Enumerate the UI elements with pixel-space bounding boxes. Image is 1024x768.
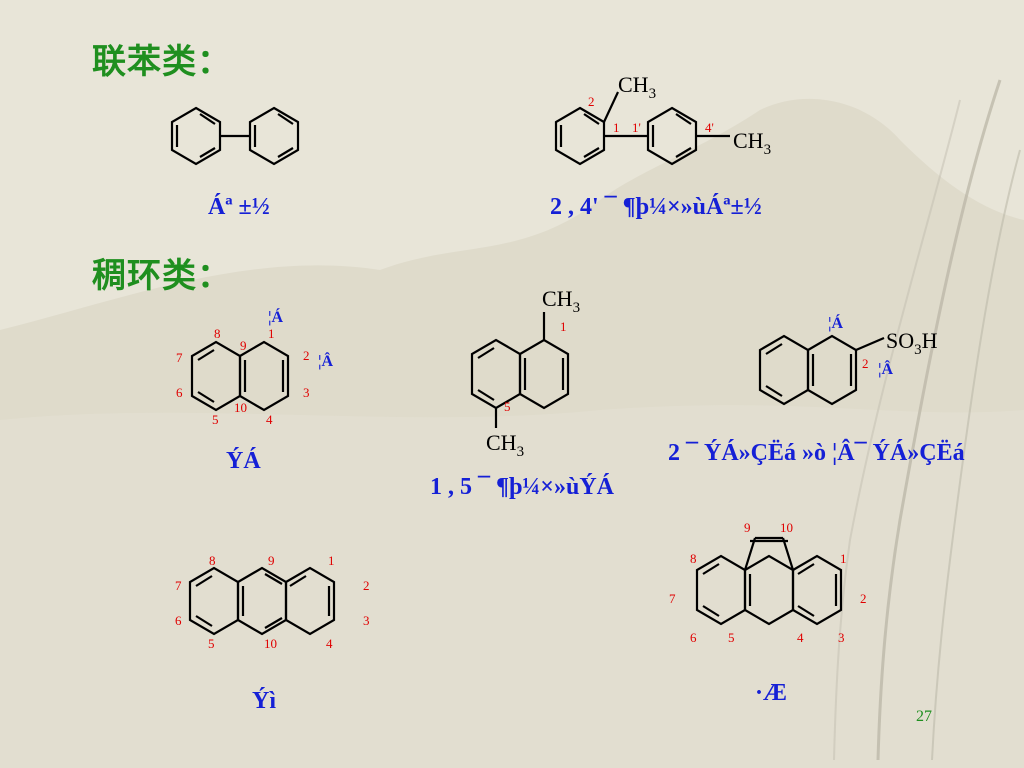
svg-text:7: 7 — [175, 578, 182, 593]
svg-text:5: 5 — [504, 399, 511, 414]
svg-text:2: 2 — [363, 578, 370, 593]
svg-text:7: 7 — [176, 350, 183, 365]
svg-text:9: 9 — [240, 338, 247, 353]
svg-text:8: 8 — [690, 551, 697, 566]
svg-text:5: 5 — [208, 636, 215, 651]
svg-text:3: 3 — [363, 613, 370, 628]
beta-label-2: ¦Â — [878, 359, 894, 378]
svg-text:10: 10 — [264, 636, 277, 651]
svg-text:4: 4 — [266, 412, 273, 427]
naphthalenesulfonic-structure: SO3H ¦Á ¦Â 2 — [758, 313, 938, 406]
svg-text:6: 6 — [176, 385, 183, 400]
svg-text:1: 1 — [328, 553, 335, 568]
svg-text:9: 9 — [744, 520, 751, 535]
svg-text:2: 2 — [303, 348, 310, 363]
willow-branch-2 — [931, 149, 1021, 761]
svg-text:10: 10 — [780, 520, 793, 535]
dimethylnaphthalene-name: 1 , 5 ¯ ¶þ¼×»ùÝÁ — [430, 474, 614, 500]
biphenyl-name: Áª ±½ — [208, 194, 270, 220]
dimethylbiphenyl-name: 2 , 4' ¯ ¶þ¼×»ùÁª±½ — [550, 194, 762, 220]
ch3-group-5: CH3 — [486, 430, 524, 460]
svg-text:5: 5 — [728, 630, 735, 645]
svg-text:8: 8 — [209, 553, 216, 568]
ch3-group-4p: CH3 — [733, 128, 771, 158]
svg-text:7: 7 — [669, 591, 676, 606]
beta-label: ¦Â — [318, 351, 334, 370]
alpha-label-2: ¦Á — [828, 313, 844, 332]
anthracene-name: Ýì — [252, 688, 276, 714]
phenanthrene-structure: 9 10 1 2 3 4 5 6 7 8 — [669, 520, 867, 645]
svg-text:4: 4 — [326, 636, 333, 651]
svg-text:9: 9 — [268, 553, 275, 568]
position-4p: 4' — [705, 120, 714, 135]
position-1: 1 — [613, 120, 620, 135]
page-number: 27 — [916, 708, 932, 725]
position-1p: 1' — [632, 120, 641, 135]
svg-text:10: 10 — [234, 400, 247, 415]
so3h-group: SO3H — [886, 328, 938, 358]
naphthalene-name: ÝÁ — [226, 448, 261, 474]
svg-text:8: 8 — [214, 326, 221, 341]
svg-text:6: 6 — [690, 630, 697, 645]
willow-branch-1 — [876, 79, 1002, 761]
naphthalenesulfonic-name: 2 ¯ ÝÁ»ÇËá »ò ¦Â¯ ÝÁ»ÇËá — [668, 440, 965, 466]
svg-text:5: 5 — [212, 412, 219, 427]
naphthalene-structure: ¦Á ¦Â 1 2 3 4 5 6 7 8 9 10 — [176, 307, 334, 427]
heading-fused-ring: 稠环类： — [92, 256, 232, 296]
anthracene-structure: 1 2 3 4 5 6 7 8 9 10 — [175, 553, 370, 651]
svg-text:2: 2 — [862, 356, 869, 371]
heading-biphenyl: 联苯类： — [92, 42, 232, 82]
ch3-group-1: CH3 — [542, 286, 580, 316]
willow-branch-3 — [833, 99, 961, 761]
svg-text:6: 6 — [175, 613, 182, 628]
svg-text:1: 1 — [560, 319, 567, 334]
svg-text:3: 3 — [303, 385, 310, 400]
svg-text:3: 3 — [838, 630, 845, 645]
phenanthrene-name: ·Æ — [755, 680, 788, 706]
svg-text:1: 1 — [840, 551, 847, 566]
svg-text:1: 1 — [268, 326, 275, 341]
alpha-label: ¦Á — [268, 307, 284, 326]
svg-text:4: 4 — [797, 630, 804, 645]
dimethylbiphenyl-structure: CH3 CH3 2 1 1' 4' — [554, 72, 771, 166]
position-2: 2 — [588, 94, 595, 109]
dimethylnaphthalene-structure: CH3 CH3 1 5 — [470, 286, 580, 460]
biphenyl-structure — [170, 106, 300, 166]
svg-text:2: 2 — [860, 591, 867, 606]
ch3-group-2: CH3 — [618, 72, 656, 102]
